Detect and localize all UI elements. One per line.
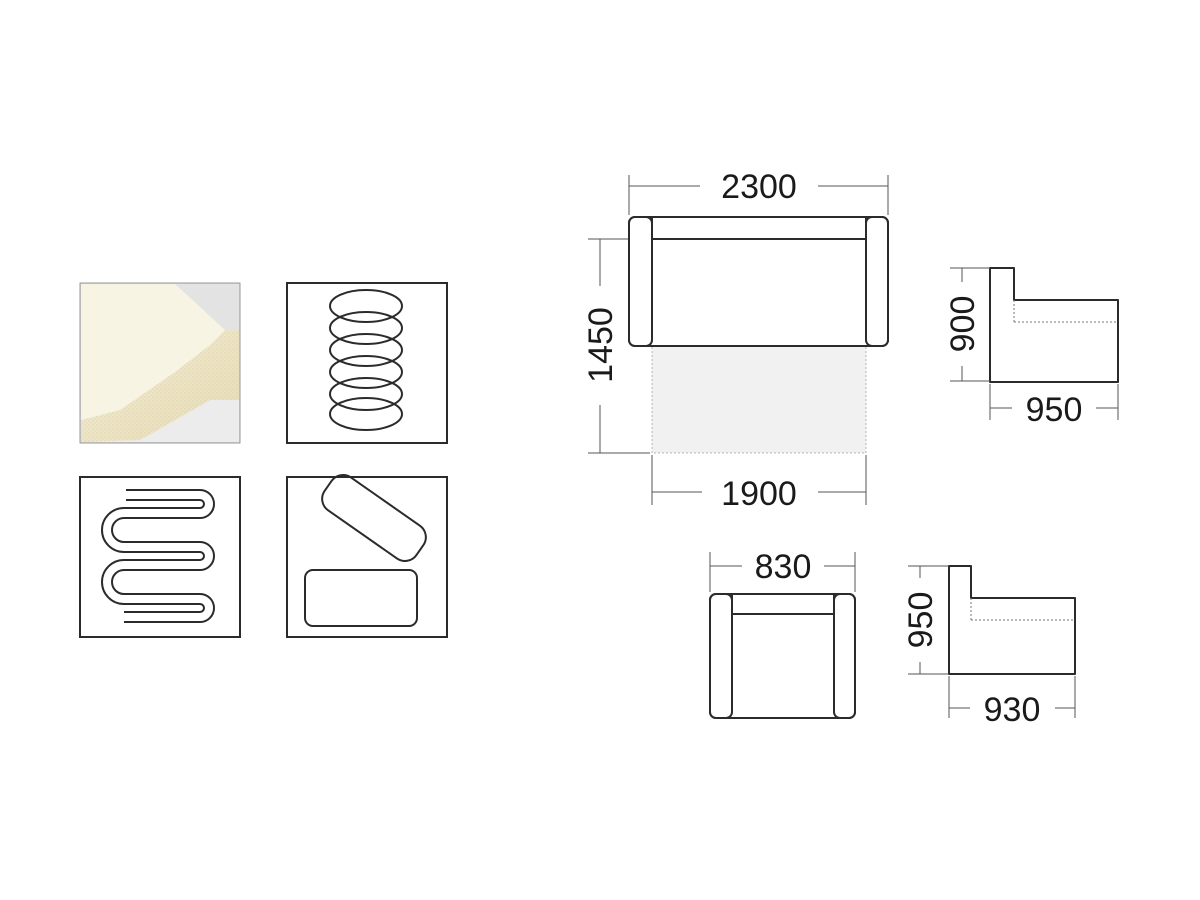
chair-top-view (709, 593, 856, 719)
chair-side-depth-dimension: 930 (948, 676, 1076, 729)
chair-side-view (948, 565, 1076, 675)
chair-side-depth-label: 930 (984, 691, 1041, 729)
chair-side-height-dimension: 950 (902, 565, 948, 675)
chair-width-label: 830 (755, 548, 812, 586)
sofa-depth-label: 1450 (582, 307, 620, 383)
sofa-side-height-dimension: 900 (944, 267, 990, 382)
coil-spring-icon (286, 282, 448, 444)
foam-cushion-icon (79, 282, 241, 444)
sofa-top-view (628, 216, 889, 454)
sofa-depth-dimension: 1450 (582, 238, 650, 454)
sofa-side-depth-dimension: 950 (989, 384, 1119, 429)
sofa-side-height-label: 900 (944, 296, 982, 353)
chair-width-dimension: 830 (709, 548, 856, 592)
sofa-side-depth-label: 950 (1026, 391, 1083, 429)
sofa-side-view (989, 267, 1119, 383)
chair-side-height-label: 950 (902, 592, 940, 649)
bed-width-label: 1900 (721, 475, 797, 513)
sofa-width-label: 2300 (721, 168, 797, 206)
zigzag-spring-icon (79, 476, 241, 638)
sofa-width-dimension: 2300 (628, 168, 889, 215)
bed-width-dimension: 1900 (651, 455, 867, 513)
storage-box-icon (286, 473, 448, 638)
